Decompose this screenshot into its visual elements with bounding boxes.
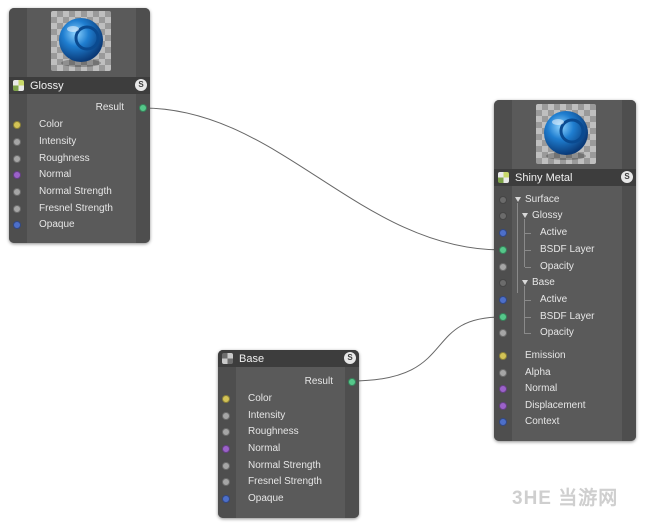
- base-input-port[interactable]: [499, 279, 507, 287]
- input-label-displacement: Displacement: [525, 400, 586, 411]
- node-title: Glossy: [30, 79, 64, 92]
- shiny-metal-node-header[interactable]: Shiny Metal S: [494, 169, 636, 186]
- input-label-fresnel-strength: Fresnel Strength: [39, 203, 113, 214]
- input-label-emission: Emission: [525, 350, 566, 361]
- expand-triangle-icon[interactable]: [515, 197, 521, 202]
- material-icon: [13, 80, 24, 91]
- output-label: Result: [95, 102, 124, 113]
- glossy-node[interactable]: Glossy S Result Color Intensity Roughnes…: [9, 8, 150, 243]
- normal-input-port[interactable]: [222, 445, 230, 453]
- fresnel-strength-input-port[interactable]: [13, 205, 21, 213]
- context-input-port[interactable]: [499, 418, 507, 426]
- alpha-input-port[interactable]: [499, 369, 507, 377]
- group-label-base: Base: [532, 277, 555, 288]
- input-label-color: Color: [39, 119, 63, 130]
- node-title: Base: [239, 352, 265, 365]
- color-input-port[interactable]: [222, 395, 230, 403]
- input-label-opaque: Opaque: [39, 219, 75, 230]
- opaque-input-port[interactable]: [222, 495, 230, 503]
- base-opacity-label: Opacity: [540, 327, 574, 338]
- glossy-active-label: Active: [540, 227, 568, 238]
- s-badge-icon[interactable]: S: [135, 79, 147, 91]
- color-input-port[interactable]: [13, 121, 21, 129]
- glossy-group[interactable]: Glossy: [494, 209, 636, 223]
- input-label-roughness: Roughness: [39, 153, 90, 164]
- node-title: Shiny Metal: [515, 171, 573, 184]
- glossy-node-header[interactable]: Glossy S: [9, 77, 150, 94]
- fresnel-strength-input-port[interactable]: [222, 478, 230, 486]
- s-badge-icon[interactable]: S: [344, 352, 356, 364]
- surface-group[interactable]: Surface: [494, 193, 636, 207]
- roughness-input-port[interactable]: [222, 428, 230, 436]
- glossy-bsdf-layer-port[interactable]: [499, 246, 507, 254]
- glossy-input-port[interactable]: [499, 212, 507, 220]
- input-label-roughness: Roughness: [248, 426, 299, 437]
- base-bsdf-layer-port[interactable]: [499, 313, 507, 321]
- intensity-input-port[interactable]: [13, 138, 21, 146]
- normal-input-port[interactable]: [13, 171, 21, 179]
- input-label-normal-strength: Normal Strength: [248, 460, 321, 471]
- material-icon: [498, 172, 509, 183]
- wire-glossy-to-bsdf[interactable]: [142, 107, 503, 251]
- input-label-normal-strength: Normal Strength: [39, 186, 112, 197]
- surface-input-port[interactable]: [499, 196, 507, 204]
- group-label-glossy: Glossy: [532, 210, 563, 221]
- roughness-input-port[interactable]: [13, 155, 21, 163]
- input-label-normal: Normal: [525, 383, 558, 394]
- input-label-fresnel-strength: Fresnel Strength: [248, 476, 322, 487]
- input-label-context: Context: [525, 416, 560, 427]
- displacement-input-port[interactable]: [499, 402, 507, 410]
- result-output-port[interactable]: [348, 378, 356, 386]
- base-opacity-port[interactable]: [499, 329, 507, 337]
- glossy-opacity-port[interactable]: [499, 263, 507, 271]
- s-badge-icon[interactable]: S: [621, 171, 633, 183]
- expand-triangle-icon[interactable]: [522, 213, 528, 218]
- input-label-intensity: Intensity: [39, 136, 77, 147]
- glossy-opacity-label: Opacity: [540, 261, 574, 272]
- base-active-port[interactable]: [499, 296, 507, 304]
- base-bsdf-layer-label: BSDF Layer: [540, 311, 595, 322]
- expand-triangle-icon[interactable]: [522, 280, 528, 285]
- normal-input-port[interactable]: [499, 385, 507, 393]
- emission-input-port[interactable]: [499, 352, 507, 360]
- input-label-alpha: Alpha: [525, 367, 551, 378]
- input-label-color: Color: [248, 393, 272, 404]
- glossy-active-port[interactable]: [499, 229, 507, 237]
- shiny-metal-node[interactable]: Shiny Metal S Surface Glossy Active BSDF…: [494, 100, 636, 441]
- material-preview-thumbnail: [51, 11, 111, 71]
- base-node-header[interactable]: Base S: [218, 350, 359, 367]
- wire-base-to-bsdf[interactable]: [350, 316, 503, 382]
- intensity-input-port[interactable]: [222, 412, 230, 420]
- input-label-opaque: Opaque: [248, 493, 284, 504]
- base-group[interactable]: Base: [494, 276, 636, 290]
- normal-strength-input-port[interactable]: [222, 462, 230, 470]
- group-label-surface: Surface: [525, 194, 560, 205]
- input-label-intensity: Intensity: [248, 410, 286, 421]
- opaque-input-port[interactable]: [13, 221, 21, 229]
- input-label-normal: Normal: [39, 169, 72, 180]
- output-label: Result: [304, 376, 333, 387]
- watermark: 3HE 当游网: [512, 488, 619, 509]
- base-node[interactable]: Base S Result Color Intensity Roughness …: [218, 350, 359, 518]
- base-active-label: Active: [540, 294, 568, 305]
- result-output-port[interactable]: [139, 104, 147, 112]
- input-label-normal: Normal: [248, 443, 281, 454]
- normal-strength-input-port[interactable]: [13, 188, 21, 196]
- glossy-bsdf-layer-label: BSDF Layer: [540, 244, 595, 255]
- material-preview-thumbnail: [536, 104, 596, 164]
- material-icon: [222, 353, 233, 364]
